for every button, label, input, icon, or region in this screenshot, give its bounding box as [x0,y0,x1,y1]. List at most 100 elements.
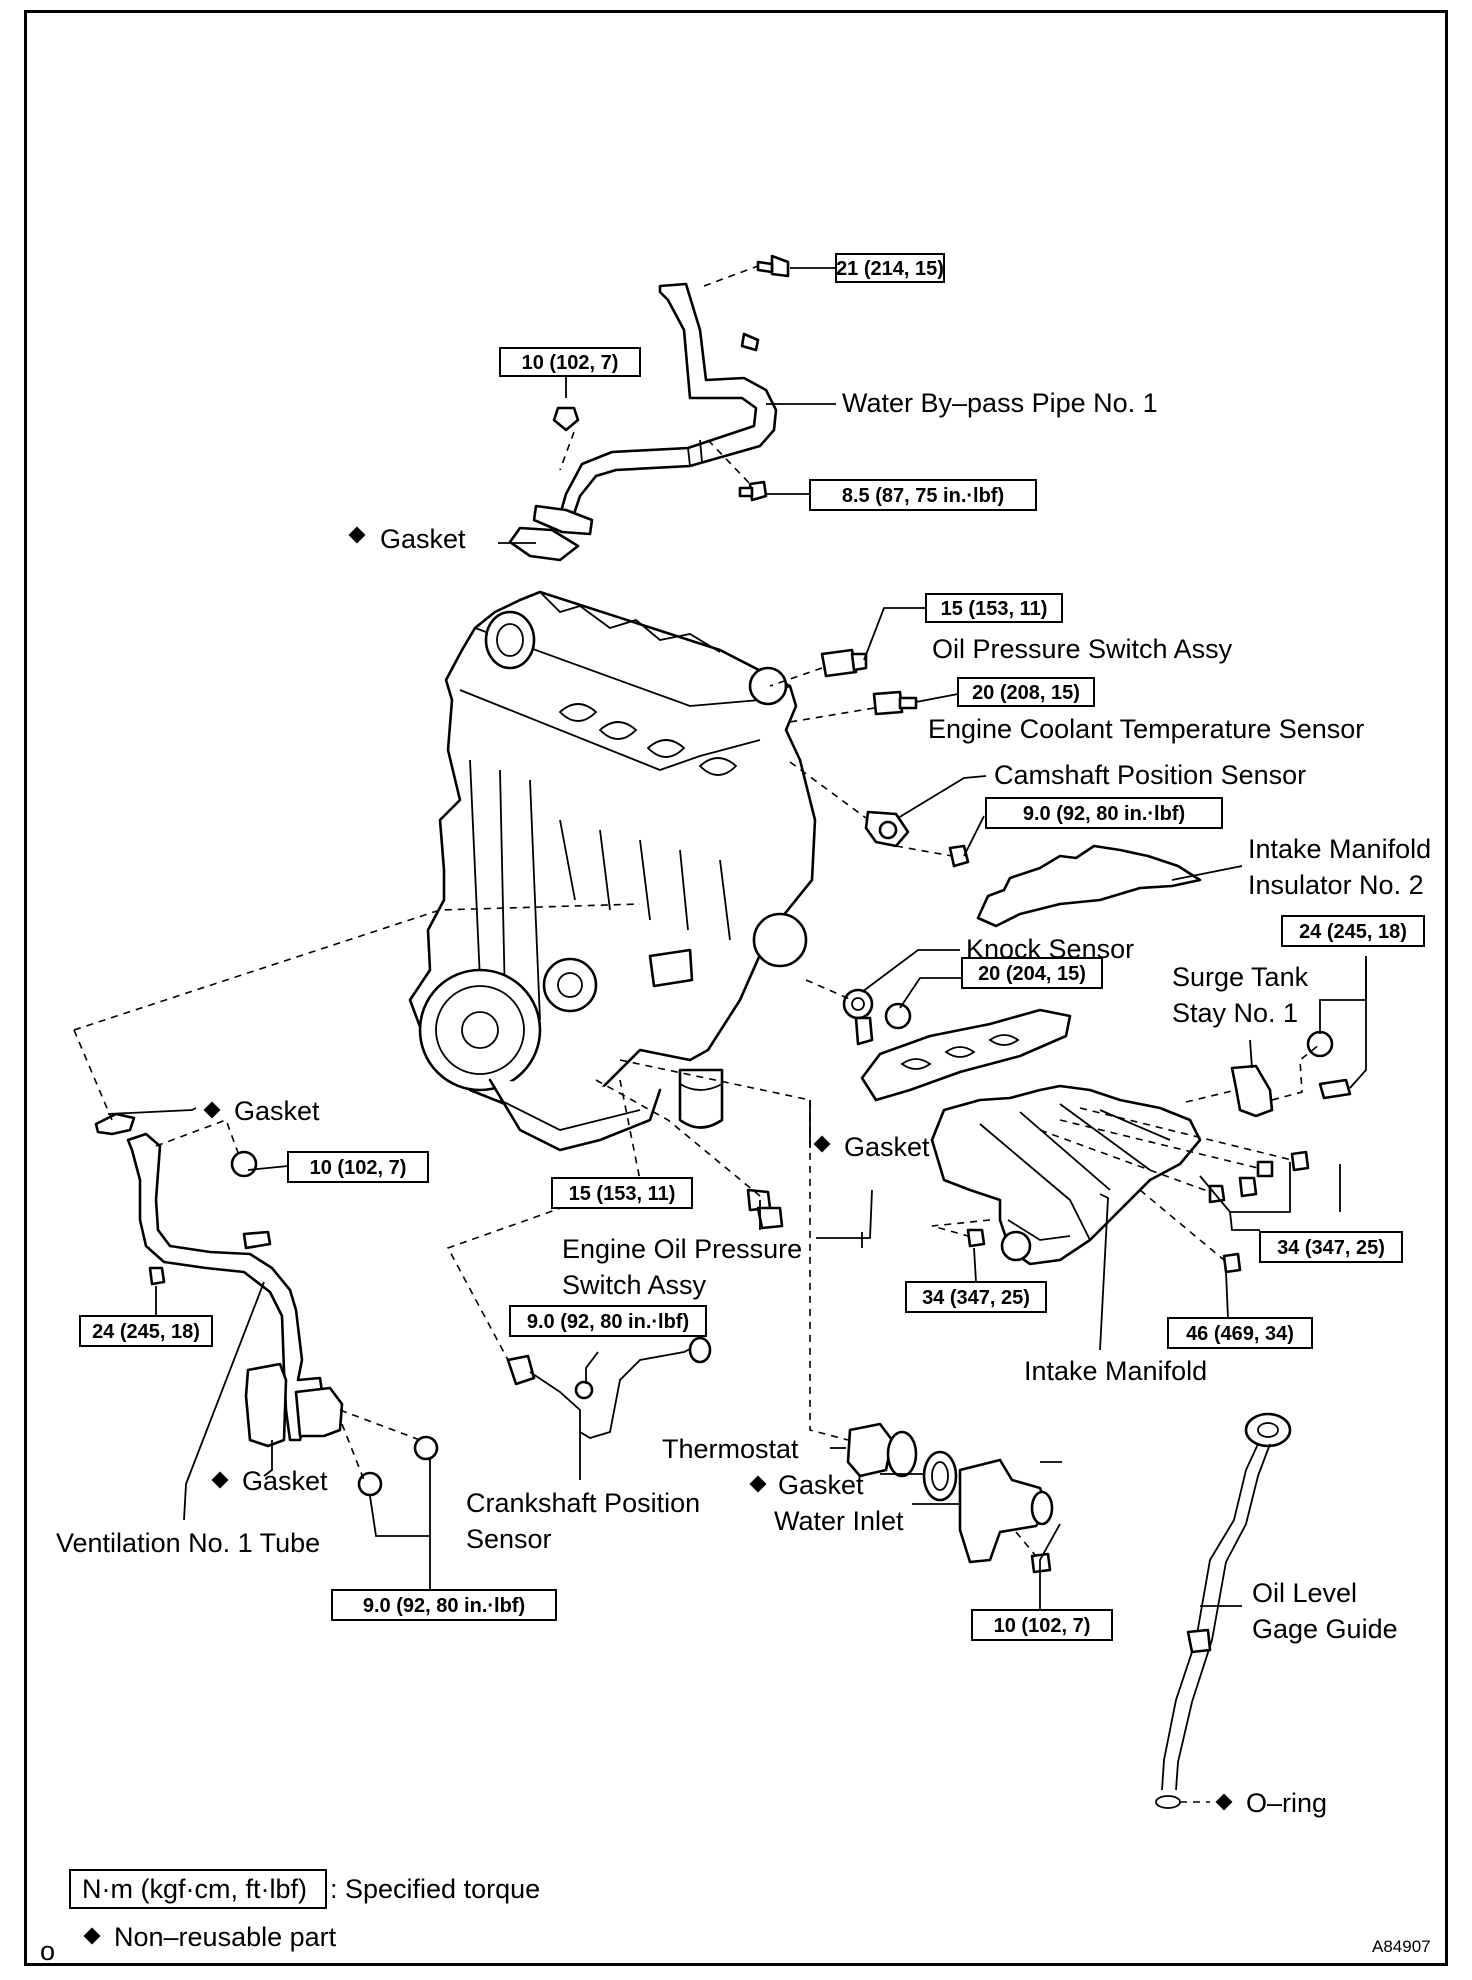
label-coolant-temp-sensor: Engine Coolant Temperature Sensor [928,714,1364,744]
legend-torque-desc: : Specified torque [330,1874,540,1904]
nonreusable-diamond [211,1471,229,1489]
torque-manifold-bottom: 46 (469, 34) [1167,1317,1313,1349]
nonreusable-diamond [813,1135,831,1153]
label-water-inlet: Water Inlet [774,1506,904,1536]
svg-text:24 (245, 18): 24 (245, 18) [1299,921,1407,943]
torque-vent-bottom: 9.0 (92, 80 in.·lbf) [331,1589,557,1621]
svg-text:10 (102, 7): 10 (102, 7) [522,352,619,374]
nonreusable-diamond [203,1101,221,1119]
svg-text:9.0 (92, 80 in.·lbf): 9.0 (92, 80 in.·lbf) [1023,803,1185,825]
torque-pipe-top: 21 (214, 15) [835,253,945,283]
torque-coolant: 20 (208, 15) [957,677,1095,707]
nonreusable-diamond [348,526,366,544]
legend-diamond-icon [83,1927,101,1945]
label-gasket-intake: Gasket [844,1132,930,1162]
oil-gage-guide-part [1155,1412,1292,1809]
svg-text:34 (347, 25): 34 (347, 25) [1277,1237,1385,1259]
intake-insulator-part [976,844,1202,928]
label-oring: O–ring [1246,1788,1327,1818]
label-engine-oil-switch-2: Switch Assy [562,1270,707,1300]
torque-manifold-left: 34 (347, 25) [905,1281,1047,1313]
svg-text:15 (153, 11): 15 (153, 11) [941,598,1048,620]
label-oil-gage-1: Oil Level [1252,1578,1357,1608]
svg-text:20 (208, 15): 20 (208, 15) [972,682,1080,704]
svg-text:20 (204, 15): 20 (204, 15) [978,963,1086,985]
svg-text:15 (153, 11): 15 (153, 11) [569,1183,676,1205]
svg-text:46 (469, 34): 46 (469, 34) [1186,1323,1294,1345]
engine-block [408,590,817,1152]
camshaft-sensor-part [864,810,970,868]
nonreusable-diamond [1215,1793,1233,1811]
svg-text:10 (102, 7): 10 (102, 7) [310,1157,407,1179]
nonreusable-diamond [749,1475,767,1493]
torque-vent-nut: 10 (102, 7) [287,1151,429,1183]
label-surge-stay-2: Stay No. 1 [1172,998,1298,1028]
torque-manifold-right: 34 (347, 25) [1259,1231,1403,1263]
diagram-frame [24,10,1448,1966]
vent-gasket-part [244,1362,288,1448]
label-gasket-vent: Gasket [242,1466,328,1496]
knock-sensor-part [842,988,912,1046]
torque-surge: 24 (245, 18) [1281,915,1425,947]
vent-bolt-1 [413,1435,439,1461]
label-engine-oil-switch-1: Engine Oil Pressure [562,1234,802,1264]
torque-water-inlet: 10 (102, 7) [971,1609,1113,1641]
thermostat-part [846,1422,918,1478]
torque-pipe-left: 10 (102, 7) [499,347,641,377]
part-labels: Water By–pass Pipe No. 1 Gasket Oil Pres… [56,388,1431,1818]
thermostat-gasket-part [922,1450,958,1502]
torque-camshaft: 9.0 (92, 80 in.·lbf) [985,797,1223,829]
label-crankshaft-sensor-2: Sensor [466,1524,552,1554]
label-surge-stay-1: Surge Tank [1172,962,1309,992]
manifold-bolts [966,1150,1310,1274]
svg-text:34 (347, 25): 34 (347, 25) [922,1287,1030,1309]
label-thermostat: Thermostat [662,1434,799,1464]
torque-engine-oil-switch: 15 (153, 11) [551,1177,693,1209]
label-ventilation-tube: Ventilation No. 1 Tube [56,1528,320,1558]
label-intake-manifold: Intake Manifold [1024,1356,1207,1386]
ventilation-tube-part [94,1112,344,1442]
label-gasket-top: Gasket [380,524,466,554]
legend: N·m (kgf·cm, ft·lbf) : Specified torque … [40,1869,1431,1966]
label-gasket-left: Gasket [234,1096,320,1126]
leader-lines [107,267,1367,1610]
intake-gasket-part [860,1008,1072,1102]
vent-bolt-2 [357,1471,383,1497]
legend-nonreusable: Non–reusable part [114,1922,337,1952]
legend-torque-box [69,1869,327,1909]
svg-text:24 (245, 18): 24 (245, 18) [92,1321,200,1343]
label-crankshaft-sensor-1: Crankshaft Position [466,1488,700,1518]
gasket-top-part [508,526,580,562]
label-intake-insulator-1: Intake Manifold [1248,834,1431,864]
intake-manifold-part [930,1084,1202,1266]
legend-torque-unit: N·m (kgf·cm, ft·lbf) [82,1874,307,1904]
coolant-sensor-part [872,690,918,716]
bypass-pipe-bolts [552,254,790,502]
torque-vent-left: 24 (245, 18) [79,1315,213,1347]
svg-text:9.0 (92, 80 in.·lbf): 9.0 (92, 80 in.·lbf) [363,1595,525,1617]
label-oil-gage-2: Gage Guide [1252,1614,1398,1644]
label-gasket-thermostat: Gasket [778,1470,864,1500]
water-bypass-pipe [532,282,778,536]
crankshaft-sensor-part [506,1336,712,1439]
svg-text:9.0 (92, 80 in.·lbf): 9.0 (92, 80 in.·lbf) [527,1311,689,1333]
water-inlet-part [958,1458,1054,1574]
corner-mark: o [40,1936,55,1966]
torque-knock: 20 (204, 15) [961,957,1103,989]
label-intake-insulator-2: Insulator No. 2 [1248,870,1424,900]
svg-text:10 (102, 7): 10 (102, 7) [994,1615,1091,1637]
svg-text:8.5 (87, 75 in.·lbf): 8.5 (87, 75 in.·lbf) [842,485,1004,507]
oil-pressure-switch-part [820,648,868,678]
torque-crank: 9.0 (92, 80 in.·lbf) [509,1305,707,1337]
svg-text:21 (214, 15): 21 (214, 15) [836,258,944,280]
label-water-bypass-pipe: Water By–pass Pipe No. 1 [842,388,1158,418]
label-knock-sensor: Knock Sensor [966,934,1134,964]
engine-oil-switch-part [746,1188,784,1230]
torque-oil-switch: 15 (153, 11) [925,593,1063,623]
torque-boxes: 21 (214, 15) 10 (102, 7) 8.5 (87, 75 in.… [79,253,1425,1641]
torque-pipe-mid: 8.5 (87, 75 in.·lbf) [809,479,1037,511]
label-oil-pressure-switch: Oil Pressure Switch Assy [932,634,1233,664]
assembly-lines [73,265,1321,1803]
figure-code: A84907 [1372,1937,1431,1956]
